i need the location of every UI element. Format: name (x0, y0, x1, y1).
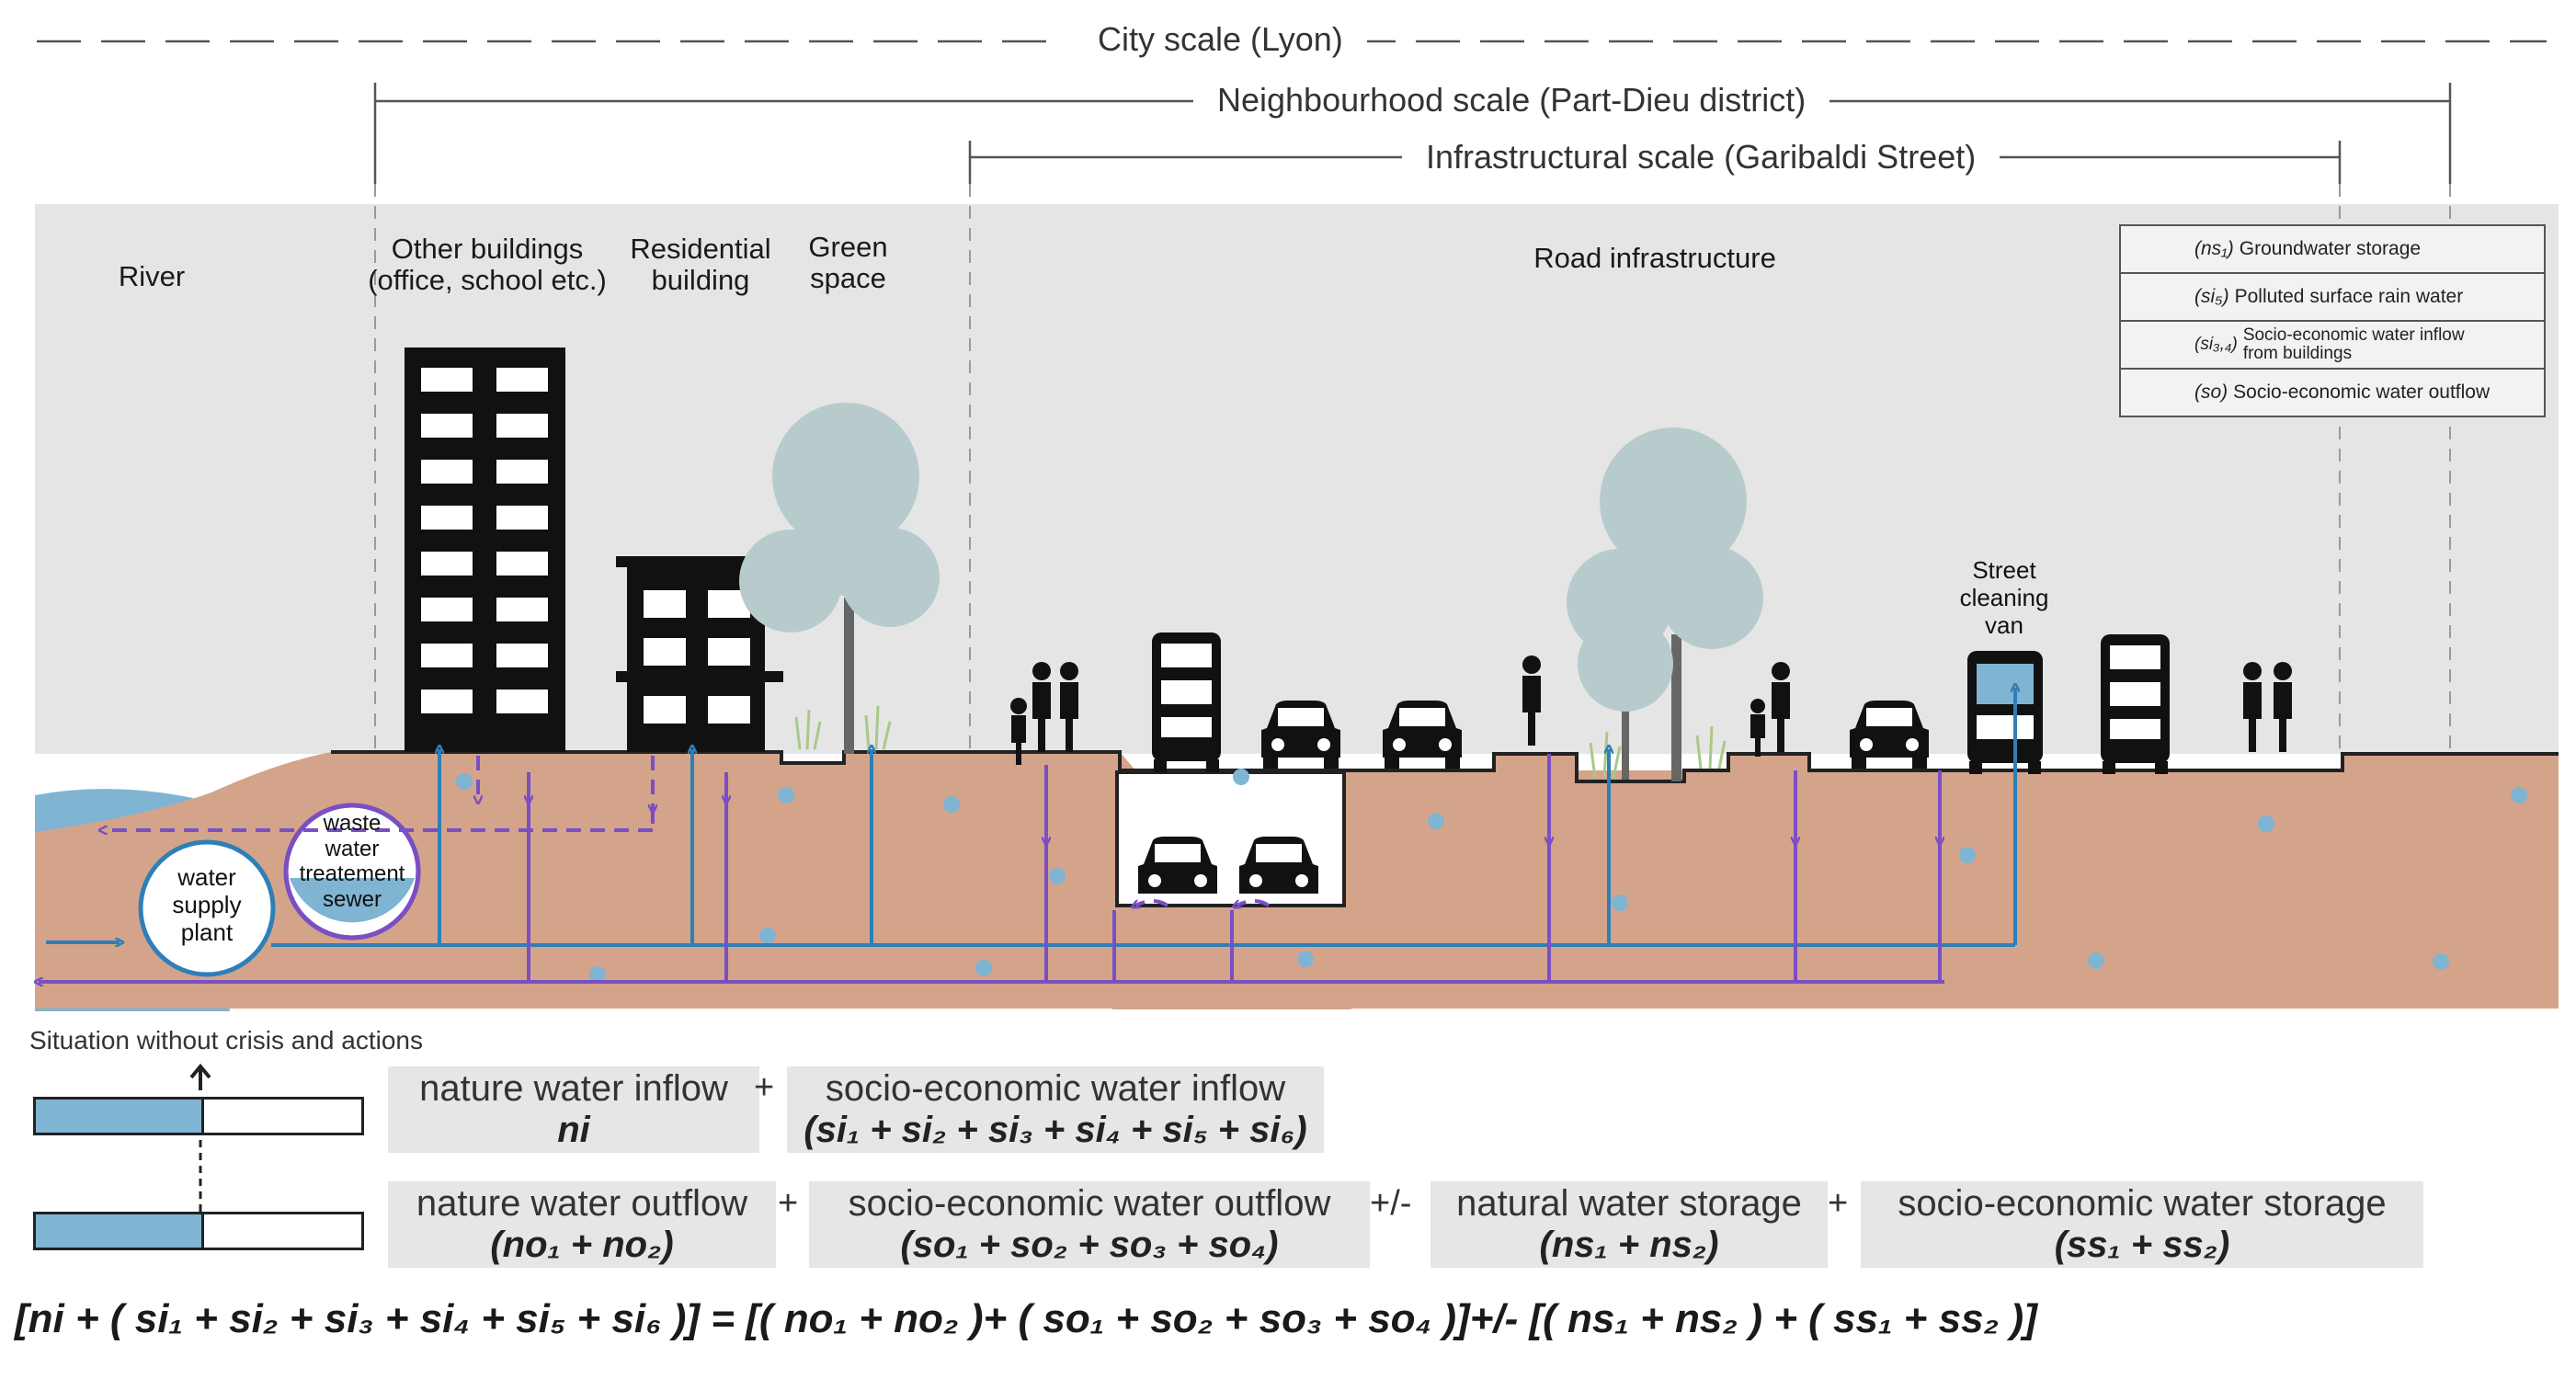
road-label: Road infrastructure (1533, 242, 1776, 274)
legend-text: Groundwater storage (2239, 237, 2422, 259)
socio-storage-box: socio-economic water storage (ss₁ + ss₂) (1861, 1181, 2423, 1268)
river-label: River (118, 260, 186, 292)
inflow-bar (33, 1097, 364, 1135)
legend-row: (si₃,₄)Socio-economic water inflow from … (2121, 322, 2544, 370)
purple-runoff-network (39, 754, 1944, 982)
outflow-plus: + (778, 1184, 799, 1223)
nature-inflow-label: nature water inflow (419, 1068, 728, 1109)
office-tower (405, 348, 565, 752)
socio-storage-label: socio-economic water storage (1898, 1183, 2387, 1224)
legend-row: (si₅)Polluted surface rain water (2121, 274, 2544, 322)
legend-row: (ns₁)Groundwater storage (2121, 226, 2544, 274)
socio-inflow-box: socio-economic water inflow (si₁ + si₂ +… (787, 1066, 1324, 1153)
socio-outflow-formula: (so₁ + so₂ + so₃ + so₄) (900, 1224, 1279, 1265)
infrastructural-scale-label: Infrastructural scale (Garibaldi Street) (1402, 138, 2000, 177)
nature-inflow-box: nature water inflow ni (388, 1066, 759, 1153)
legend-code: (si₃,₄) (2194, 335, 2238, 355)
underground-cars (1138, 837, 1318, 894)
legend-text: Socio-economic water inflow from buildin… (2242, 325, 2465, 363)
up-arrow-icon (189, 1063, 211, 1079)
green-space-label: Green space (808, 231, 888, 295)
green-space-tree (739, 403, 940, 754)
outflow-bar (33, 1212, 364, 1250)
balance-equation: [ni + ( si₁ + si₂ + si₃ + si₄ + si₅ + si… (15, 1296, 2037, 1341)
legend-code: (si₅) (2194, 285, 2229, 307)
residential-building (616, 556, 783, 752)
surface-outline (331, 750, 2559, 783)
legend-row: (so)Socio-economic water outflow (2121, 370, 2544, 416)
legend-text: Polluted surface rain water (2234, 285, 2464, 307)
groundwater-dots (456, 769, 2527, 983)
road-tree (1567, 427, 1763, 781)
legend-text: Socio-economic water outflow (2233, 381, 2491, 403)
street-cleaning-van (1967, 651, 2043, 774)
nature-outflow-box: nature water outflow (no₁ + no₂) (388, 1181, 776, 1268)
natural-storage-formula: (ns₁ + ns₂) (1539, 1224, 1719, 1265)
socio-storage-formula: (ss₁ + ss₂) (2054, 1224, 2230, 1265)
nature-outflow-formula: (no₁ + no₂) (490, 1224, 674, 1265)
socio-outflow-box: socio-economic water outflow (so₁ + so₂ … (809, 1181, 1370, 1268)
legend-code: (so) (2194, 381, 2228, 403)
blue-outflow-network (46, 688, 2015, 947)
residential-label: Residential building (630, 233, 771, 297)
outflow-plus2: + (1828, 1184, 1849, 1223)
socio-inflow-formula: (si₁ + si₂ + si₃ + si₄ + si₅ + si₆) (804, 1109, 1307, 1150)
water-supply-plant (138, 839, 276, 977)
inflow-plus: + (754, 1068, 775, 1107)
situation-label: Situation without crisis and actions (29, 1026, 423, 1054)
neighbourhood-scale-label: Neighbourhood scale (Part-Dieu district) (1193, 81, 1830, 120)
nature-inflow-formula: ni (557, 1109, 590, 1150)
bus-right (2101, 634, 2170, 774)
socio-inflow-label: socio-economic water inflow (825, 1068, 1286, 1109)
other-buildings-label: Other buildings (office, school etc.) (368, 233, 607, 297)
socio-outflow-label: socio-economic water outflow (848, 1183, 1331, 1224)
pedestrians (1010, 655, 2292, 765)
legend: (ns₁)Groundwater storage (si₅)Polluted s… (2119, 224, 2546, 417)
outflow-plusminus: +/- (1370, 1184, 1412, 1223)
water-supply-label: water supply plant (172, 863, 242, 946)
bus-left (1152, 633, 1221, 772)
purple-dashed-inflow (103, 756, 1271, 906)
street-cleaning-label: Street cleaning van (1959, 556, 2049, 639)
city-scale-label: City scale (Lyon) (1074, 20, 1367, 59)
natural-storage-label: natural water storage (1456, 1183, 1802, 1224)
legend-code: (ns₁) (2194, 237, 2234, 259)
nature-outflow-label: nature water outflow (416, 1183, 748, 1224)
grass-tufts (794, 705, 1727, 779)
surface-cars (1261, 701, 1929, 769)
natural-storage-box: natural water storage (ns₁ + ns₂) (1430, 1181, 1828, 1268)
waste-water-label: waste water treatement sewer (299, 811, 405, 912)
